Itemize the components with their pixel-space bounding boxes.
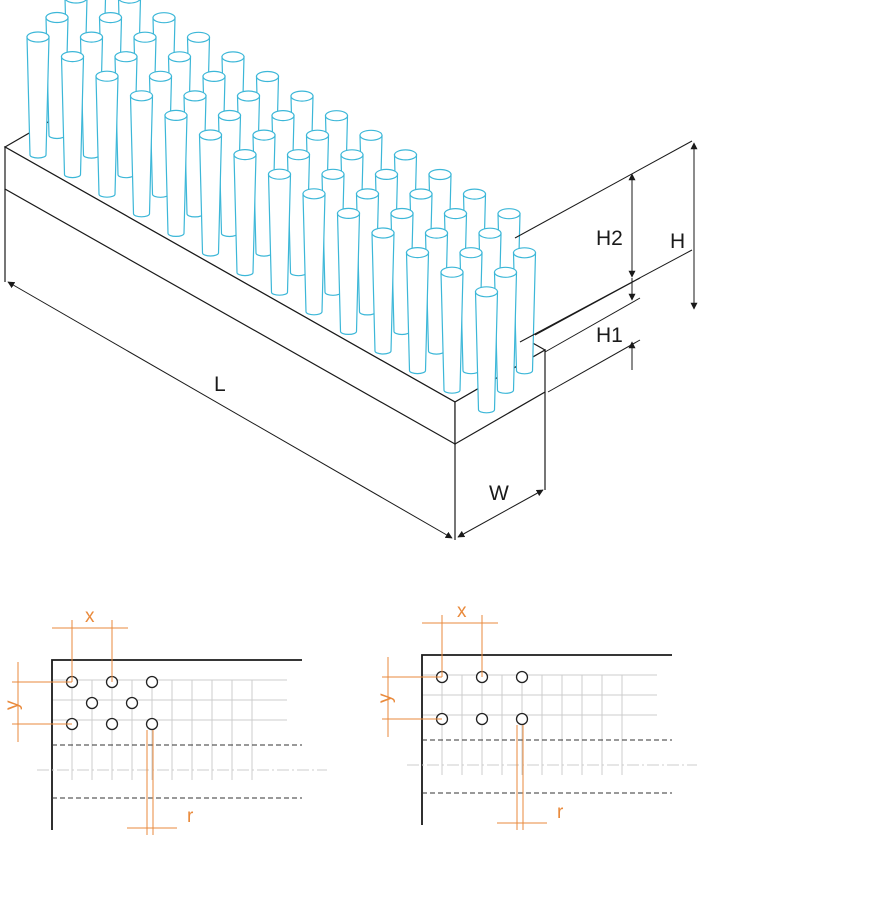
pitch-x-label-left: x [85, 606, 95, 627]
pin-cylinder [302, 188, 326, 316]
pin-cylinder [26, 31, 50, 159]
pin-cylinder [474, 286, 499, 414]
pin-hole [145, 675, 159, 689]
pitch-y-label-right: y [375, 693, 396, 703]
length-label: L [214, 373, 226, 396]
pin-cylinder [198, 129, 223, 257]
pin-hole [475, 712, 489, 726]
dimension-lines [7, 140, 698, 539]
pin-hole [105, 717, 119, 731]
pin-cylinder [164, 109, 188, 237]
pin-hole [515, 670, 529, 684]
plate-edge [421, 654, 672, 825]
plate-edge [51, 659, 302, 830]
pin-cylinder [336, 207, 361, 335]
radius-label-right: r [557, 802, 564, 823]
pin-cylinder [440, 266, 464, 394]
width-dimension-line [457, 489, 544, 538]
radius-label-left: r [187, 806, 194, 827]
pin-hole [515, 712, 529, 726]
pin-hole [85, 696, 99, 710]
pitch-x-label-right: x [457, 601, 467, 622]
pin-cylinder [512, 247, 537, 375]
staggered-layout-detail [12, 620, 327, 835]
pin-cylinder [233, 149, 257, 277]
pin-hole [125, 696, 139, 710]
width-label: W [489, 482, 509, 505]
pin-cylinder [371, 227, 395, 355]
pin-cylinder [405, 247, 430, 375]
inline-layout-detail [382, 615, 697, 830]
pin-cylinder [95, 70, 119, 198]
pin-height-label: H2 [596, 227, 623, 250]
length-dimension-line [7, 281, 453, 539]
dimension-labels: L W H H2 H1 [214, 227, 685, 505]
total-height-label: H [670, 230, 685, 253]
pin-cylinder [129, 90, 154, 218]
pin-hole [145, 717, 159, 731]
pin-cylinder [60, 50, 85, 179]
base-height-label: H1 [596, 324, 623, 347]
pin-cylinder [267, 168, 292, 296]
pitch-y-label-left: y [2, 700, 23, 710]
pin-cylinder [493, 266, 518, 394]
